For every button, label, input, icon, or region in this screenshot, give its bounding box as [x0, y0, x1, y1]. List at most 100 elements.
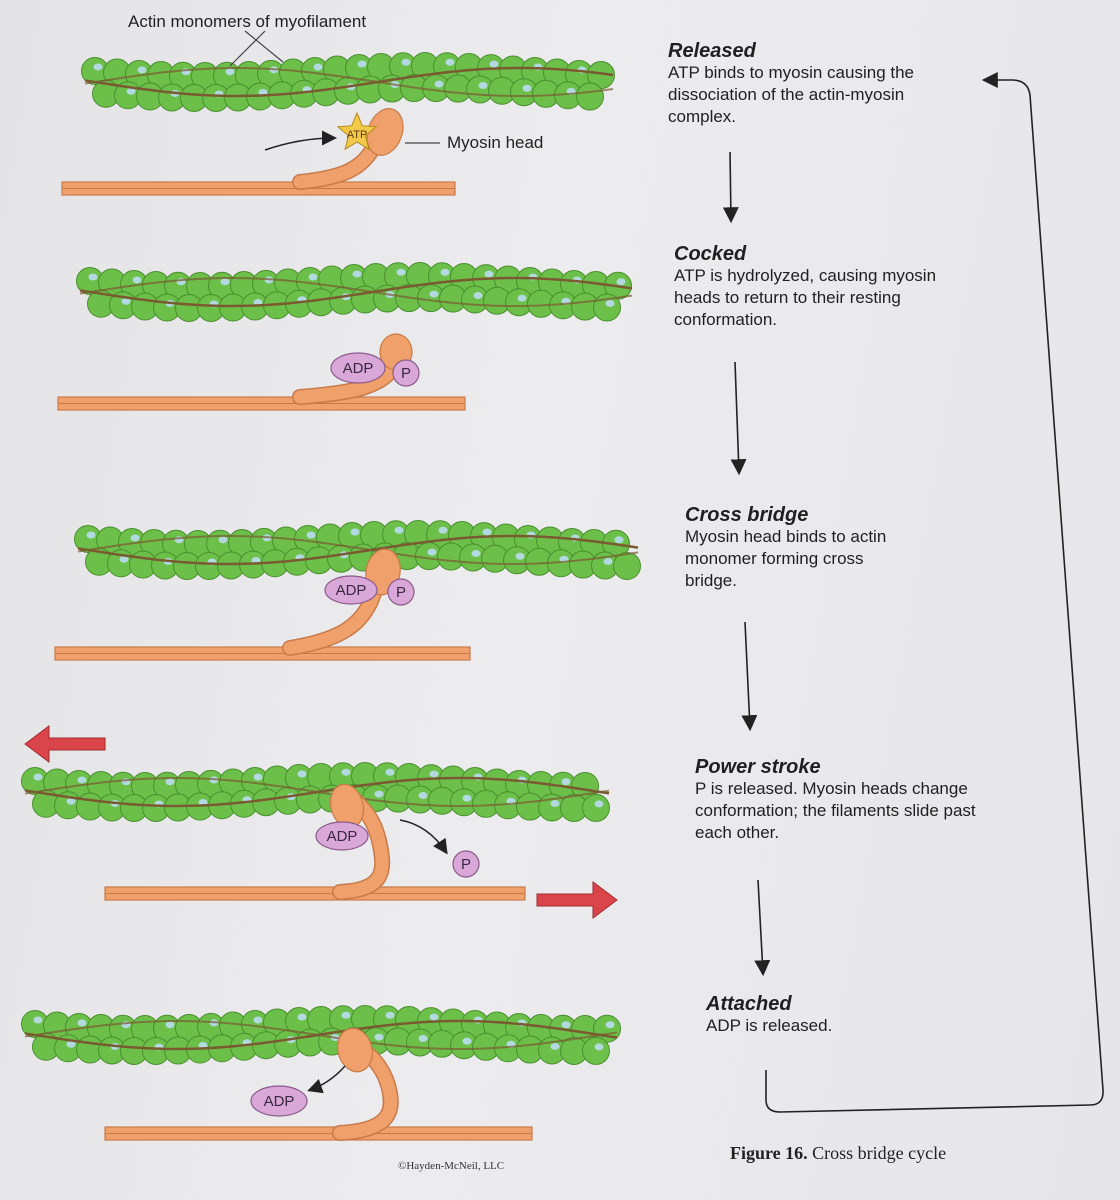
monomer-highlight — [429, 1013, 439, 1021]
monomer-highlight — [253, 773, 263, 781]
monomer-highlight — [515, 552, 525, 560]
monomer-highlight — [401, 58, 411, 66]
phosphate-badge-label: P — [401, 365, 411, 382]
monomer-highlight — [594, 800, 604, 808]
figure-caption: Figure 16. Cross bridge cycle — [730, 1143, 946, 1164]
phosphate-badge-label: P — [461, 856, 471, 873]
monomer-highlight — [462, 794, 472, 802]
adp-badge-label: ADP — [264, 1093, 295, 1110]
monomer-highlight — [484, 270, 494, 278]
monomer-highlight — [341, 1011, 351, 1019]
actin-monomer — [582, 793, 610, 822]
monomer-highlight — [550, 1042, 560, 1050]
monomer-highlight — [462, 1037, 472, 1045]
monomer-highlight — [121, 297, 131, 305]
monomer-highlight — [33, 1016, 43, 1024]
atp-label: ATP — [347, 129, 368, 141]
monomer-highlight — [313, 63, 323, 71]
step-description: ATP is hydrolyzed, causing myosin heads … — [674, 266, 937, 329]
left-slide-arrow — [24, 725, 106, 763]
monomer-highlight — [77, 1019, 87, 1027]
monomer-highlight — [429, 770, 439, 778]
actin-monomer — [576, 82, 604, 111]
monomer-highlight — [130, 534, 140, 542]
adp-badge-label: ADP — [343, 360, 374, 377]
monomer-highlight — [165, 778, 175, 786]
step-title: Attached — [706, 993, 792, 1015]
monomer-highlight — [489, 60, 499, 68]
monomer-highlight — [374, 1033, 384, 1041]
adp-badge — [324, 575, 378, 605]
adp-badge — [250, 1085, 308, 1117]
panel-attached: ADP — [21, 1005, 621, 1141]
monomer-highlight — [418, 791, 428, 799]
caption-label: Figure 16. — [730, 1143, 808, 1163]
monomer-highlight — [218, 536, 228, 544]
monomer-highlight — [77, 776, 87, 784]
panel-released: ATP Myosin head Actin monomers of myofilam… — [61, 12, 615, 196]
copyright-credit: ©Hayden-McNeil, LLC — [398, 1160, 505, 1172]
monomer-highlight — [341, 768, 351, 776]
step-title: Cocked — [674, 243, 747, 265]
monomer-highlight — [88, 273, 98, 281]
tropomyosin-strand — [24, 1019, 618, 1051]
monomer-highlight — [132, 276, 142, 284]
monomer-highlight — [550, 799, 560, 807]
myosin-head — [337, 1027, 373, 1073]
step-title: Released — [668, 40, 756, 62]
step-released: Released ATP binds to myosin causing the… — [668, 40, 968, 128]
monomer-highlight — [225, 68, 235, 76]
monomer-highlight — [418, 1034, 428, 1042]
actin-label: Actin monomers of myofilament — [128, 12, 366, 31]
monomer-highlight — [385, 1011, 395, 1019]
monomer-highlight — [308, 273, 318, 281]
step-title: Power stroke — [695, 756, 821, 778]
monomer-highlight — [394, 526, 404, 534]
monomer-highlight — [220, 278, 230, 286]
monomer-highlight — [605, 299, 615, 307]
step-cocked: Cocked ATP is hydrolyzed, causing myosin… — [674, 243, 964, 331]
monomer-highlight — [137, 66, 147, 74]
monomer-highlight — [434, 80, 444, 88]
monomer-highlight — [616, 278, 626, 286]
cycle-return-arrow — [765, 72, 1104, 1113]
monomer-highlight — [350, 528, 360, 536]
monomer-highlight — [482, 528, 492, 536]
monomer-highlight — [522, 84, 532, 92]
tropomyosin-strand — [79, 276, 633, 307]
actin-monomer — [582, 1036, 610, 1065]
phosphate-release-arrow — [399, 819, 448, 855]
step-description: Myosin head binds to actin monomer formi… — [685, 527, 887, 590]
monomer-highlight — [385, 768, 395, 776]
caption-text: Cross bridge cycle — [807, 1143, 947, 1163]
myosin-neck — [333, 793, 389, 899]
flow-arrow-2 — [730, 361, 747, 476]
monomer-highlight — [297, 770, 307, 778]
right-slide-arrow — [536, 881, 618, 919]
monomer-highlight — [561, 778, 571, 786]
adp-badge-label: ADP — [336, 582, 367, 599]
adp-badge-label: ADP — [327, 828, 358, 845]
monomer-highlight — [396, 268, 406, 276]
flow-arrow-1 — [722, 151, 739, 224]
monomer-highlight — [471, 549, 481, 557]
monomer-highlight — [605, 1021, 615, 1029]
myosin-head-label: Myosin head — [447, 133, 543, 152]
flow-arrow-3 — [741, 621, 758, 732]
monomer-highlight — [66, 797, 76, 805]
actin-monomer — [613, 551, 641, 580]
atp-star — [336, 111, 378, 151]
phosphate-badge — [392, 359, 420, 387]
flow-arrow-4 — [754, 879, 771, 977]
monomer-highlight — [357, 60, 367, 68]
monomer-highlight — [119, 555, 129, 563]
monomer-highlight — [478, 81, 488, 89]
monomer-highlight — [594, 1043, 604, 1051]
adp-badge — [330, 352, 386, 384]
actin-leader — [229, 30, 266, 67]
monomer-highlight — [429, 290, 439, 298]
monomer-highlight — [352, 270, 362, 278]
step-attached: Attached ADP is released. — [706, 993, 926, 1037]
